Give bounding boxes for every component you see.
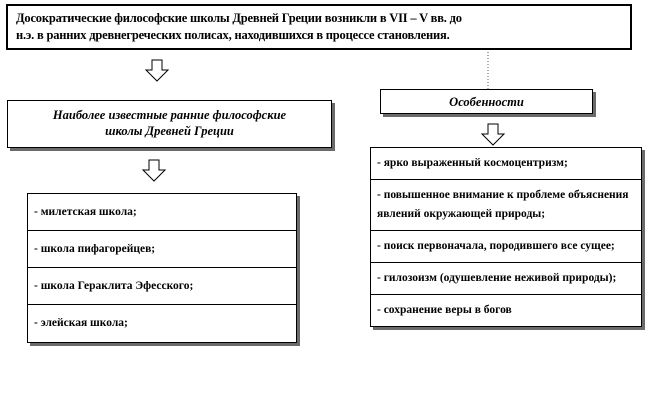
schools-header-line-2: школы Древней Греции <box>105 124 234 138</box>
list-item: - элейская школа; <box>34 317 128 329</box>
intro-line-2: н.э. в ранних древнегреческих полисах, н… <box>16 28 450 42</box>
schools-header-line-1: Наиболее известные ранние философские <box>52 108 287 122</box>
schools-list: - милетская школа; - школа пифагорейцев;… <box>27 193 297 343</box>
features-list: - ярко выраженный космоцентризм; - повыш… <box>370 147 642 327</box>
intro-box: Досократические философские школы Древне… <box>6 4 632 50</box>
intro-line-1: Досократические философские школы Древне… <box>16 11 462 25</box>
list-item: - поиск первоначала, породившего все сущ… <box>371 231 641 263</box>
down-arrow-icon <box>144 59 170 82</box>
features-header: Особенности <box>380 89 593 114</box>
list-item: - сохранение веры в богов <box>377 304 512 316</box>
list-item: - школа пифагорейцев; <box>28 231 296 268</box>
list-item: - милетская школа; <box>28 194 296 231</box>
down-arrow-icon <box>480 123 506 146</box>
list-item: - повышенное внимание к проблеме объясне… <box>371 180 641 231</box>
list-item: - школа Гераклита Эфесского; <box>28 268 296 305</box>
features-header-label: Особенности <box>449 95 524 109</box>
list-item: - ярко выраженный космоцентризм; <box>371 148 641 180</box>
list-item: - гилозоизм (одушевление неживой природы… <box>371 263 641 295</box>
down-arrow-icon <box>141 159 167 182</box>
schools-header: Наиболее известные ранние философские шк… <box>7 100 332 148</box>
